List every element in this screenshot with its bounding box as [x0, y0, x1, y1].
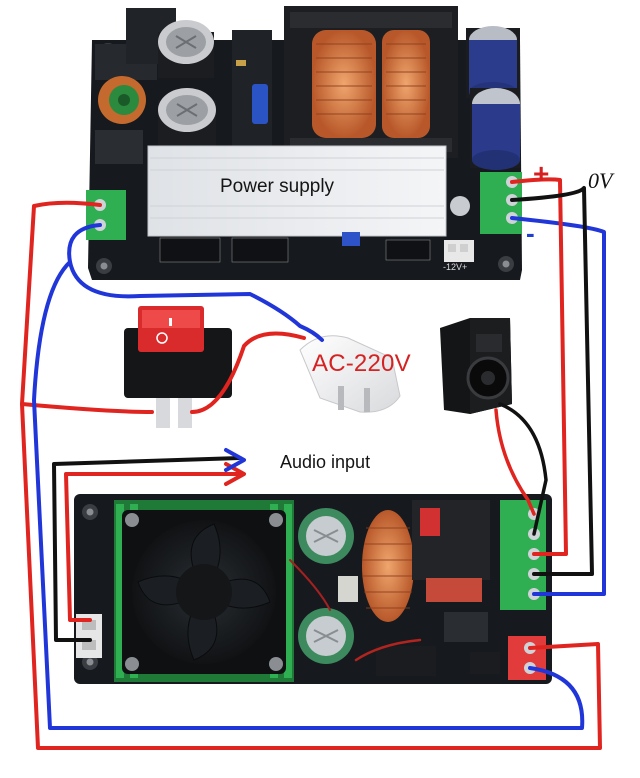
wire-black-audio-input	[52, 456, 242, 642]
wire-internal	[289, 559, 331, 611]
amp-capacitor	[298, 608, 354, 664]
wire-red-speaker	[494, 408, 536, 516]
wire-blue-outer	[32, 260, 585, 730]
ac-plug	[299, 335, 401, 413]
wire-red-switch	[20, 331, 306, 414]
wire-blue-negative	[510, 216, 606, 596]
negative-label: -	[526, 218, 535, 248]
power-supply-label: Power supply	[220, 176, 335, 197]
wire-black-speaker	[498, 402, 548, 536]
psu-capacitor	[158, 88, 216, 148]
audio-input-label: Audio input	[280, 452, 371, 472]
wire-red-positive	[510, 177, 568, 556]
wire-black-zero-volt	[510, 186, 594, 576]
positive-label: +	[533, 158, 550, 189]
psu-aux-label: -12V+	[443, 262, 468, 272]
ac-input-label: AC-220V	[312, 350, 411, 377]
zero-volt-label: 0V	[588, 168, 613, 193]
rocker-switch	[124, 306, 232, 428]
amplifier-board	[74, 494, 552, 684]
psu-capacitor	[158, 20, 214, 78]
power-supply-board	[86, 6, 522, 280]
psu-heatsink	[147, 145, 447, 237]
psu-output-capacitor	[470, 88, 520, 170]
wire-red-audio-input	[64, 472, 242, 622]
audio-arrow-blue	[224, 448, 246, 472]
amp-capacitor	[298, 508, 354, 564]
psu-ac-terminal	[86, 190, 126, 240]
speaker	[440, 318, 512, 414]
amp-heatsink-fan	[114, 500, 294, 682]
amp-aux-power-terminal	[508, 636, 546, 680]
wire-blue-ac	[67, 223, 324, 342]
wire-red-ac-loop	[20, 200, 602, 750]
amp-inductor	[362, 510, 414, 622]
psu-transformer	[284, 6, 458, 158]
wire-internal	[354, 638, 422, 662]
